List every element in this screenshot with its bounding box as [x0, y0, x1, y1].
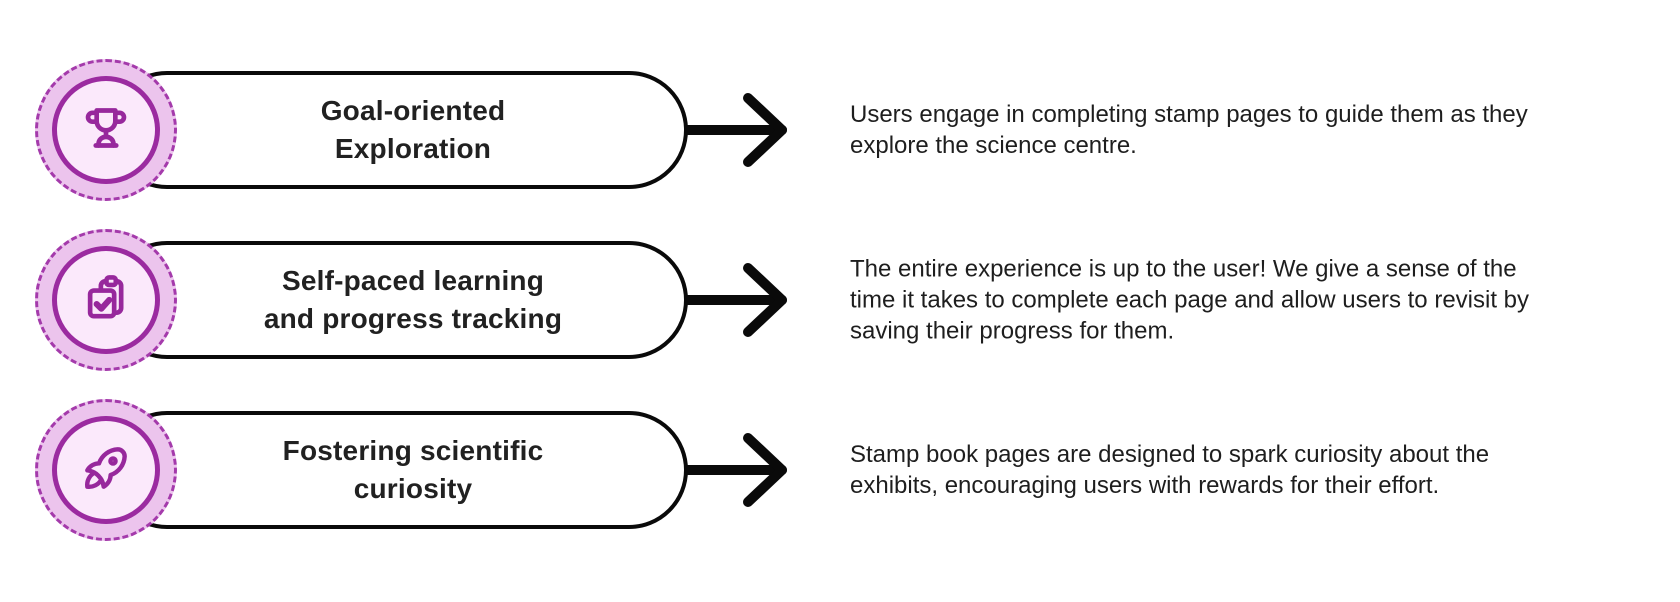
feature-pill: Self-paced learning and progress trackin…: [108, 241, 688, 359]
description-line: exhibits, encouraging users with rewards…: [850, 472, 1440, 499]
description-line: Stamp book pages are designed to spark c…: [850, 441, 1490, 468]
badge-curiosity: [35, 399, 177, 541]
feature-pill: Fostering scientific curiosity: [108, 411, 688, 529]
right-arrow-icon: [683, 262, 792, 338]
feature-row-goal-oriented: Goal-oriented Exploration Users engage i…: [0, 40, 1680, 220]
right-arrow-icon: [683, 92, 792, 168]
rocket-icon: [78, 440, 134, 501]
feature-title-line: and progress tracking: [263, 303, 563, 334]
feature-pill: Goal-oriented Exploration: [108, 71, 688, 189]
badge-self-paced: [35, 229, 177, 371]
badge-goal-oriented: [35, 59, 177, 201]
clipboard-check-icon: [78, 270, 134, 331]
feature-title: Fostering scientific curiosity: [283, 432, 544, 508]
description-line: time it takes to complete each page and …: [850, 286, 1530, 314]
description-line: The entire experience is up to the user!…: [850, 255, 1517, 283]
feature-description: Users engage in completing stamp pages t…: [850, 99, 1650, 161]
badge-inner-circle: [52, 246, 160, 354]
description-line: saving their progress for them.: [850, 317, 1175, 345]
feature-row-self-paced: Self-paced learning and progress trackin…: [0, 210, 1680, 390]
description-line: Users engage in completing stamp pages t…: [850, 101, 1528, 128]
feature-title-line: curiosity: [353, 473, 473, 504]
feature-title-line: Goal-oriented: [320, 95, 506, 126]
feature-title-line: Fostering scientific: [282, 435, 544, 466]
feature-title-line: Exploration: [334, 133, 492, 164]
trophy-icon: [78, 100, 134, 161]
badge-inner-circle: [52, 416, 160, 524]
description-line: explore the science centre.: [850, 132, 1137, 159]
badge-inner-circle: [52, 76, 160, 184]
feature-title: Self-paced learning and progress trackin…: [264, 262, 562, 338]
feature-description: Stamp book pages are designed to spark c…: [850, 439, 1650, 501]
feature-title-line: Self-paced learning: [281, 265, 545, 296]
right-arrow-icon: [683, 432, 792, 508]
feature-description: The entire experience is up to the user!…: [850, 254, 1650, 347]
feature-row-curiosity: Fostering scientific curiosity Stamp boo…: [0, 380, 1680, 560]
feature-title: Goal-oriented Exploration: [321, 92, 506, 168]
